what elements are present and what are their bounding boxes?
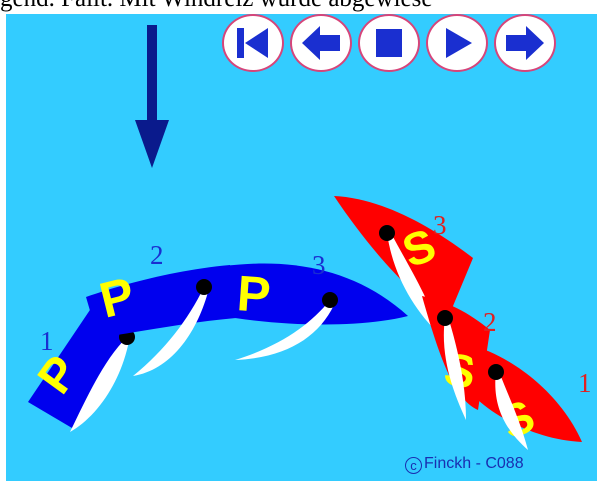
red-position-label-2: 2	[483, 307, 497, 337]
caption-strip: gend. Fällt. Mit Windreiz wurde abgewies…	[0, 0, 603, 14]
play-icon	[446, 28, 472, 58]
stop-icon	[376, 29, 402, 57]
arrow-left-icon	[302, 26, 340, 60]
blue-position-label-1: 1	[40, 326, 54, 356]
blue-position-label-2: 2	[150, 240, 164, 270]
copyright-text: Finckh - C088	[424, 455, 524, 472]
play-button[interactable]	[426, 14, 488, 72]
copyright-symbol: c	[405, 457, 422, 474]
previous-frame-button[interactable]	[290, 14, 352, 72]
stop-button[interactable]	[358, 14, 420, 72]
red-position-label-1: 1	[578, 368, 592, 398]
wind-direction-arrow-icon	[135, 25, 169, 168]
caption-text: gend. Fällt. Mit Windreiz wurde abgewies…	[0, 0, 432, 13]
blue-position-label-3: 3	[312, 250, 326, 280]
next-frame-button[interactable]	[494, 14, 556, 72]
animation-controls	[222, 14, 556, 72]
blue-boat-position-3: P	[225, 263, 408, 360]
skip-to-start-icon	[237, 28, 268, 58]
boat-letter: P	[235, 265, 272, 323]
first-frame-button[interactable]	[222, 14, 284, 72]
red-position-label-3: 3	[433, 210, 447, 240]
red-boat-position-1: S	[470, 345, 582, 450]
arrow-right-icon	[506, 26, 544, 60]
